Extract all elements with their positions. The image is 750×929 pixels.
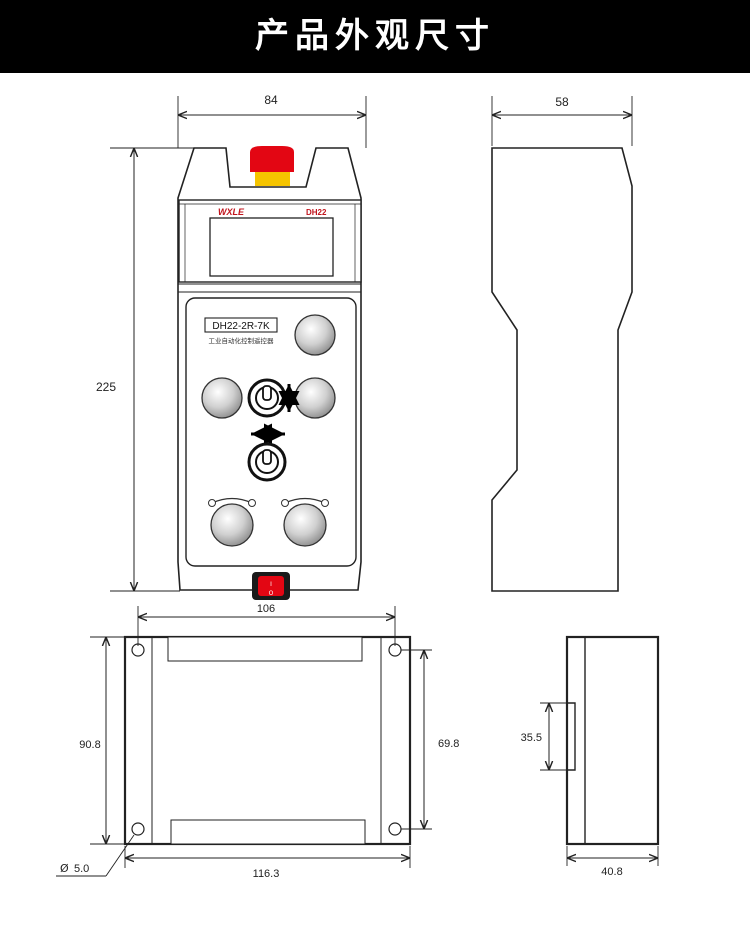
title-bar bbox=[0, 0, 750, 73]
mounting-hole bbox=[388, 822, 402, 836]
dimension-receiver-depth: 40.8 bbox=[566, 846, 659, 878]
emergency-stop-collar bbox=[255, 172, 290, 186]
model-description: 工业自动化控制遥控器 bbox=[209, 336, 275, 345]
dimension-receiver-outer-height: 90.8 bbox=[79, 636, 125, 845]
emergency-stop-button bbox=[250, 146, 294, 172]
selector-button-right bbox=[281, 497, 329, 547]
dimension-front-height: 225 bbox=[96, 147, 194, 592]
dimension-hole-diameter: Ø 5.0 bbox=[56, 834, 135, 877]
push-button-top-right bbox=[294, 314, 336, 356]
receiver-inner-width-value: 106 bbox=[257, 603, 275, 615]
rail-height-value: 35.5 bbox=[521, 732, 542, 744]
dimension-drawing: WXLE DH22 DH22-2R-7K 工业自动化控制遥控器 bbox=[56, 93, 660, 880]
selector-button-left bbox=[208, 497, 256, 547]
receiver-outer-height-value: 90.8 bbox=[79, 739, 100, 751]
dimension-receiver-inner-width: 106 bbox=[137, 603, 396, 646]
brand-logo: WXLE bbox=[218, 207, 245, 217]
rotary-knob-icon bbox=[247, 442, 287, 482]
hole-diameter-value: 5.0 bbox=[74, 863, 89, 875]
transmitter-side-view bbox=[491, 147, 633, 592]
diameter-symbol-icon: Ø bbox=[60, 862, 69, 875]
receiver-outer-width-value: 116.3 bbox=[253, 868, 280, 880]
switch-off-label: O bbox=[269, 590, 274, 597]
push-button-mid-right bbox=[294, 377, 336, 419]
model-label-box bbox=[204, 317, 278, 333]
front-width-value: 84 bbox=[264, 93, 278, 107]
transmitter-front-view: WXLE DH22 DH22-2R-7K 工业自动化控制遥控器 bbox=[177, 146, 362, 600]
dimension-rail-height: 35.5 bbox=[521, 702, 567, 771]
rotary-knob-icon bbox=[247, 378, 287, 418]
receiver-hole-spacing-value: 69.8 bbox=[438, 738, 459, 750]
dimension-side-width: 58 bbox=[491, 95, 633, 146]
din-rail-clip bbox=[567, 702, 576, 771]
side-width-value: 58 bbox=[555, 95, 569, 109]
push-button-mid-left bbox=[201, 377, 243, 419]
dimension-receiver-outer-width: 116.3 bbox=[124, 846, 411, 880]
receiver-depth-value: 40.8 bbox=[601, 866, 622, 878]
receiver-front-view bbox=[123, 635, 412, 846]
display-screen bbox=[209, 217, 334, 277]
model-label: DH22-2R-7K bbox=[212, 321, 270, 332]
front-height-value: 225 bbox=[96, 380, 116, 394]
switch-on-label: I bbox=[270, 581, 272, 588]
page-title: 产品外观尺寸 bbox=[255, 16, 495, 56]
mounting-hole bbox=[131, 822, 145, 836]
dimension-receiver-hole-spacing: 69.8 bbox=[401, 649, 459, 830]
receiver-side-view bbox=[565, 635, 660, 846]
model-top-label: DH22 bbox=[306, 208, 327, 217]
dimension-front-width: 84 bbox=[177, 93, 367, 148]
